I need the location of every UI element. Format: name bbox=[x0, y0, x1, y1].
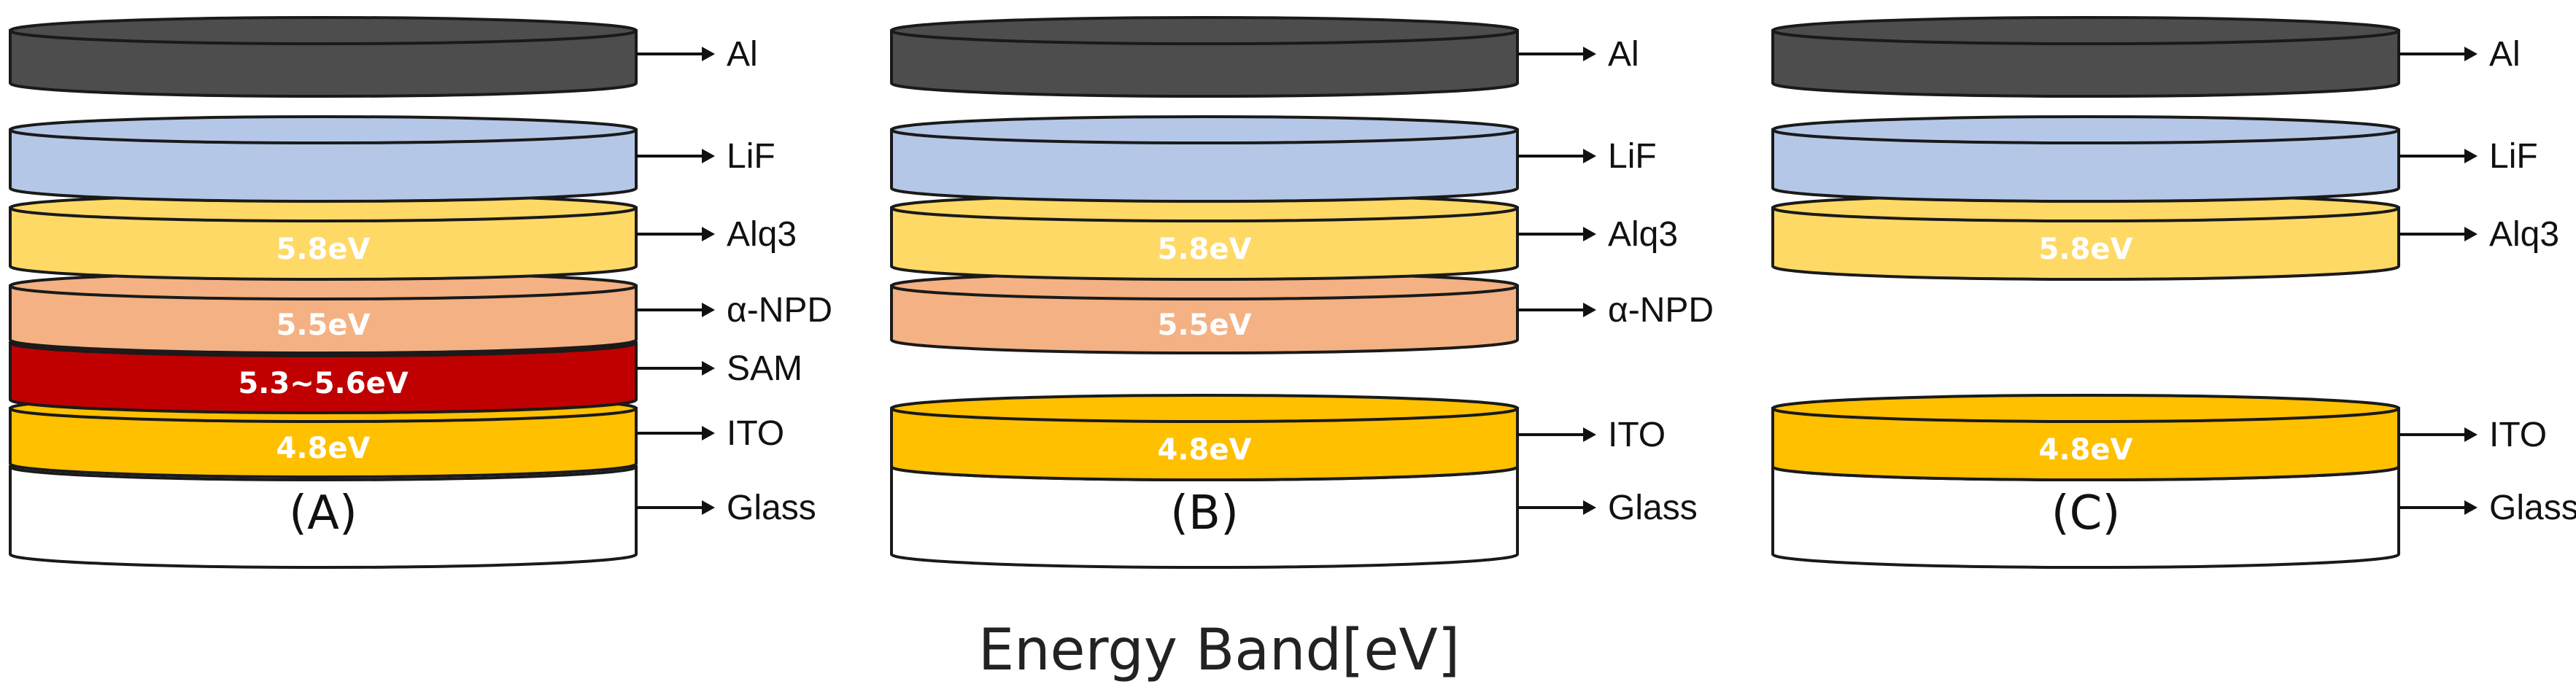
cylinder-top bbox=[9, 115, 638, 144]
layer-al: Al bbox=[890, 16, 1639, 98]
cylinder-body bbox=[1771, 465, 2400, 569]
cylinder-body bbox=[1771, 206, 2400, 281]
cylinder-top bbox=[890, 115, 1519, 144]
layer-name-label: LiF bbox=[2489, 137, 2538, 176]
layer-lif: LiF bbox=[1771, 115, 2538, 203]
diagram-caption: Energy Band[eV] bbox=[978, 618, 1460, 683]
layer-name-label: ITO bbox=[727, 414, 784, 453]
cylinder-top bbox=[890, 394, 1519, 423]
cylinder-body bbox=[890, 465, 1519, 569]
layer-name-label: Alq3 bbox=[2489, 215, 2559, 254]
layer-name-label: ITO bbox=[1608, 416, 1666, 454]
layer-name-label: SAM bbox=[727, 349, 802, 388]
arrow-head-icon bbox=[702, 426, 715, 440]
cylinder-body bbox=[890, 407, 1519, 481]
energy-value-label: 5.3~5.6eV bbox=[238, 367, 408, 400]
stack-caption: (B) bbox=[1170, 486, 1239, 540]
arrow-head-icon bbox=[702, 149, 715, 163]
cylinder-body bbox=[9, 407, 638, 478]
layer-name-label: Alq3 bbox=[727, 215, 797, 254]
arrow-head-icon bbox=[702, 303, 715, 317]
layer-ito: 4.8eV ITO bbox=[1771, 394, 2547, 481]
layer-stack-a: Glass 4.8eV ITO 5.3~5.6eV SAM 5.5eV α-NPD 5.8eV… bbox=[9, 16, 832, 569]
energy-value-label: 5.8eV bbox=[276, 233, 371, 266]
arrow-head-icon bbox=[2464, 149, 2478, 163]
layer-name-label: Al bbox=[727, 35, 758, 74]
arrow-head-icon bbox=[2464, 227, 2478, 241]
arrow-head-icon bbox=[1583, 47, 1596, 61]
cylinder-body bbox=[1771, 29, 2400, 98]
layer-name-label: ITO bbox=[2489, 416, 2547, 454]
arrow-head-icon bbox=[702, 227, 715, 241]
cylinder-body bbox=[1771, 128, 2400, 203]
stack-caption: (C) bbox=[2051, 486, 2121, 540]
arrow-head-icon bbox=[2464, 47, 2478, 61]
cylinder-body bbox=[9, 128, 638, 203]
layer-name-label: Glass bbox=[727, 489, 816, 527]
layer-sam: 5.3~5.6eV SAM bbox=[9, 328, 802, 414]
layer-name-label: Alq3 bbox=[1608, 215, 1678, 254]
layer-name-label: Glass bbox=[2489, 489, 2576, 527]
arrow-head-icon bbox=[2464, 500, 2478, 515]
energy-value-label: 5.5eV bbox=[1158, 308, 1252, 342]
energy-value-label: 5.8eV bbox=[2039, 233, 2133, 266]
layer-name-label: LiF bbox=[1608, 137, 1657, 176]
cylinder-body bbox=[890, 284, 1519, 354]
layer-lif: LiF bbox=[9, 115, 775, 203]
layer-ito: 4.8eV ITO bbox=[890, 394, 1666, 481]
cylinder-body bbox=[1771, 407, 2400, 481]
arrow-head-icon bbox=[702, 47, 715, 61]
energy-value-label: 4.8eV bbox=[276, 432, 371, 465]
layer-name-label: Al bbox=[1608, 35, 1639, 74]
cylinder-body bbox=[9, 206, 638, 281]
layer-alpha-npd: 5.5eV α-NPD bbox=[9, 271, 832, 354]
energy-value-label: 5.5eV bbox=[276, 308, 371, 342]
layer-al: Al bbox=[1771, 16, 2521, 98]
arrow-head-icon bbox=[702, 361, 715, 376]
cylinder-top bbox=[1771, 394, 2400, 423]
arrow-head-icon bbox=[702, 500, 715, 515]
cylinder-body bbox=[9, 341, 638, 414]
cylinder-body bbox=[9, 29, 638, 98]
layer-stack-c: Glass 4.8eV ITO 5.8eV Alq3 LiF Al (C) bbox=[1771, 16, 2576, 569]
energy-value-label: 5.8eV bbox=[1158, 233, 1252, 266]
layer-alq3: 5.8eV Alq3 bbox=[1771, 193, 2559, 281]
arrow-head-icon bbox=[1583, 303, 1596, 317]
layer-name-label: Glass bbox=[1608, 489, 1698, 527]
cylinder-body bbox=[9, 284, 638, 354]
layer-alq3: 5.8eV Alq3 bbox=[9, 193, 797, 281]
cylinder-body bbox=[890, 206, 1519, 281]
layer-name-label: α-NPD bbox=[727, 291, 832, 330]
layer-al: Al bbox=[9, 16, 758, 98]
layer-lif: LiF bbox=[890, 115, 1657, 203]
layer-name-label: Al bbox=[2489, 35, 2521, 74]
cylinder-top bbox=[890, 16, 1519, 45]
layer-stack-b: Glass 4.8eV ITO 5.5eV α-NPD 5.8eV Alq3 LiF Al (B) bbox=[890, 16, 1714, 569]
cylinder-body bbox=[890, 128, 1519, 203]
stacks-group: Glass 4.8eV ITO 5.3~5.6eV SAM 5.5eV α-NPD 5.8eV… bbox=[9, 16, 2576, 569]
arrow-head-icon bbox=[1583, 500, 1596, 515]
cylinder-top bbox=[1771, 115, 2400, 144]
energy-value-label: 4.8eV bbox=[2039, 433, 2133, 467]
layer-name-label: LiF bbox=[727, 137, 775, 176]
energy-value-label: 4.8eV bbox=[1158, 433, 1252, 467]
cylinder-body bbox=[890, 29, 1519, 98]
arrow-head-icon bbox=[1583, 149, 1596, 163]
layer-alpha-npd: 5.5eV α-NPD bbox=[890, 271, 1714, 354]
cylinder-body bbox=[9, 465, 638, 569]
cylinder-top bbox=[9, 16, 638, 45]
arrow-head-icon bbox=[1583, 227, 1596, 241]
cylinder-top bbox=[1771, 16, 2400, 45]
stack-caption: (A) bbox=[289, 486, 357, 540]
layer-name-label: α-NPD bbox=[1608, 291, 1714, 330]
layer-alq3: 5.8eV Alq3 bbox=[890, 193, 1678, 281]
arrow-head-icon bbox=[2464, 427, 2478, 442]
arrow-head-icon bbox=[1583, 427, 1596, 442]
